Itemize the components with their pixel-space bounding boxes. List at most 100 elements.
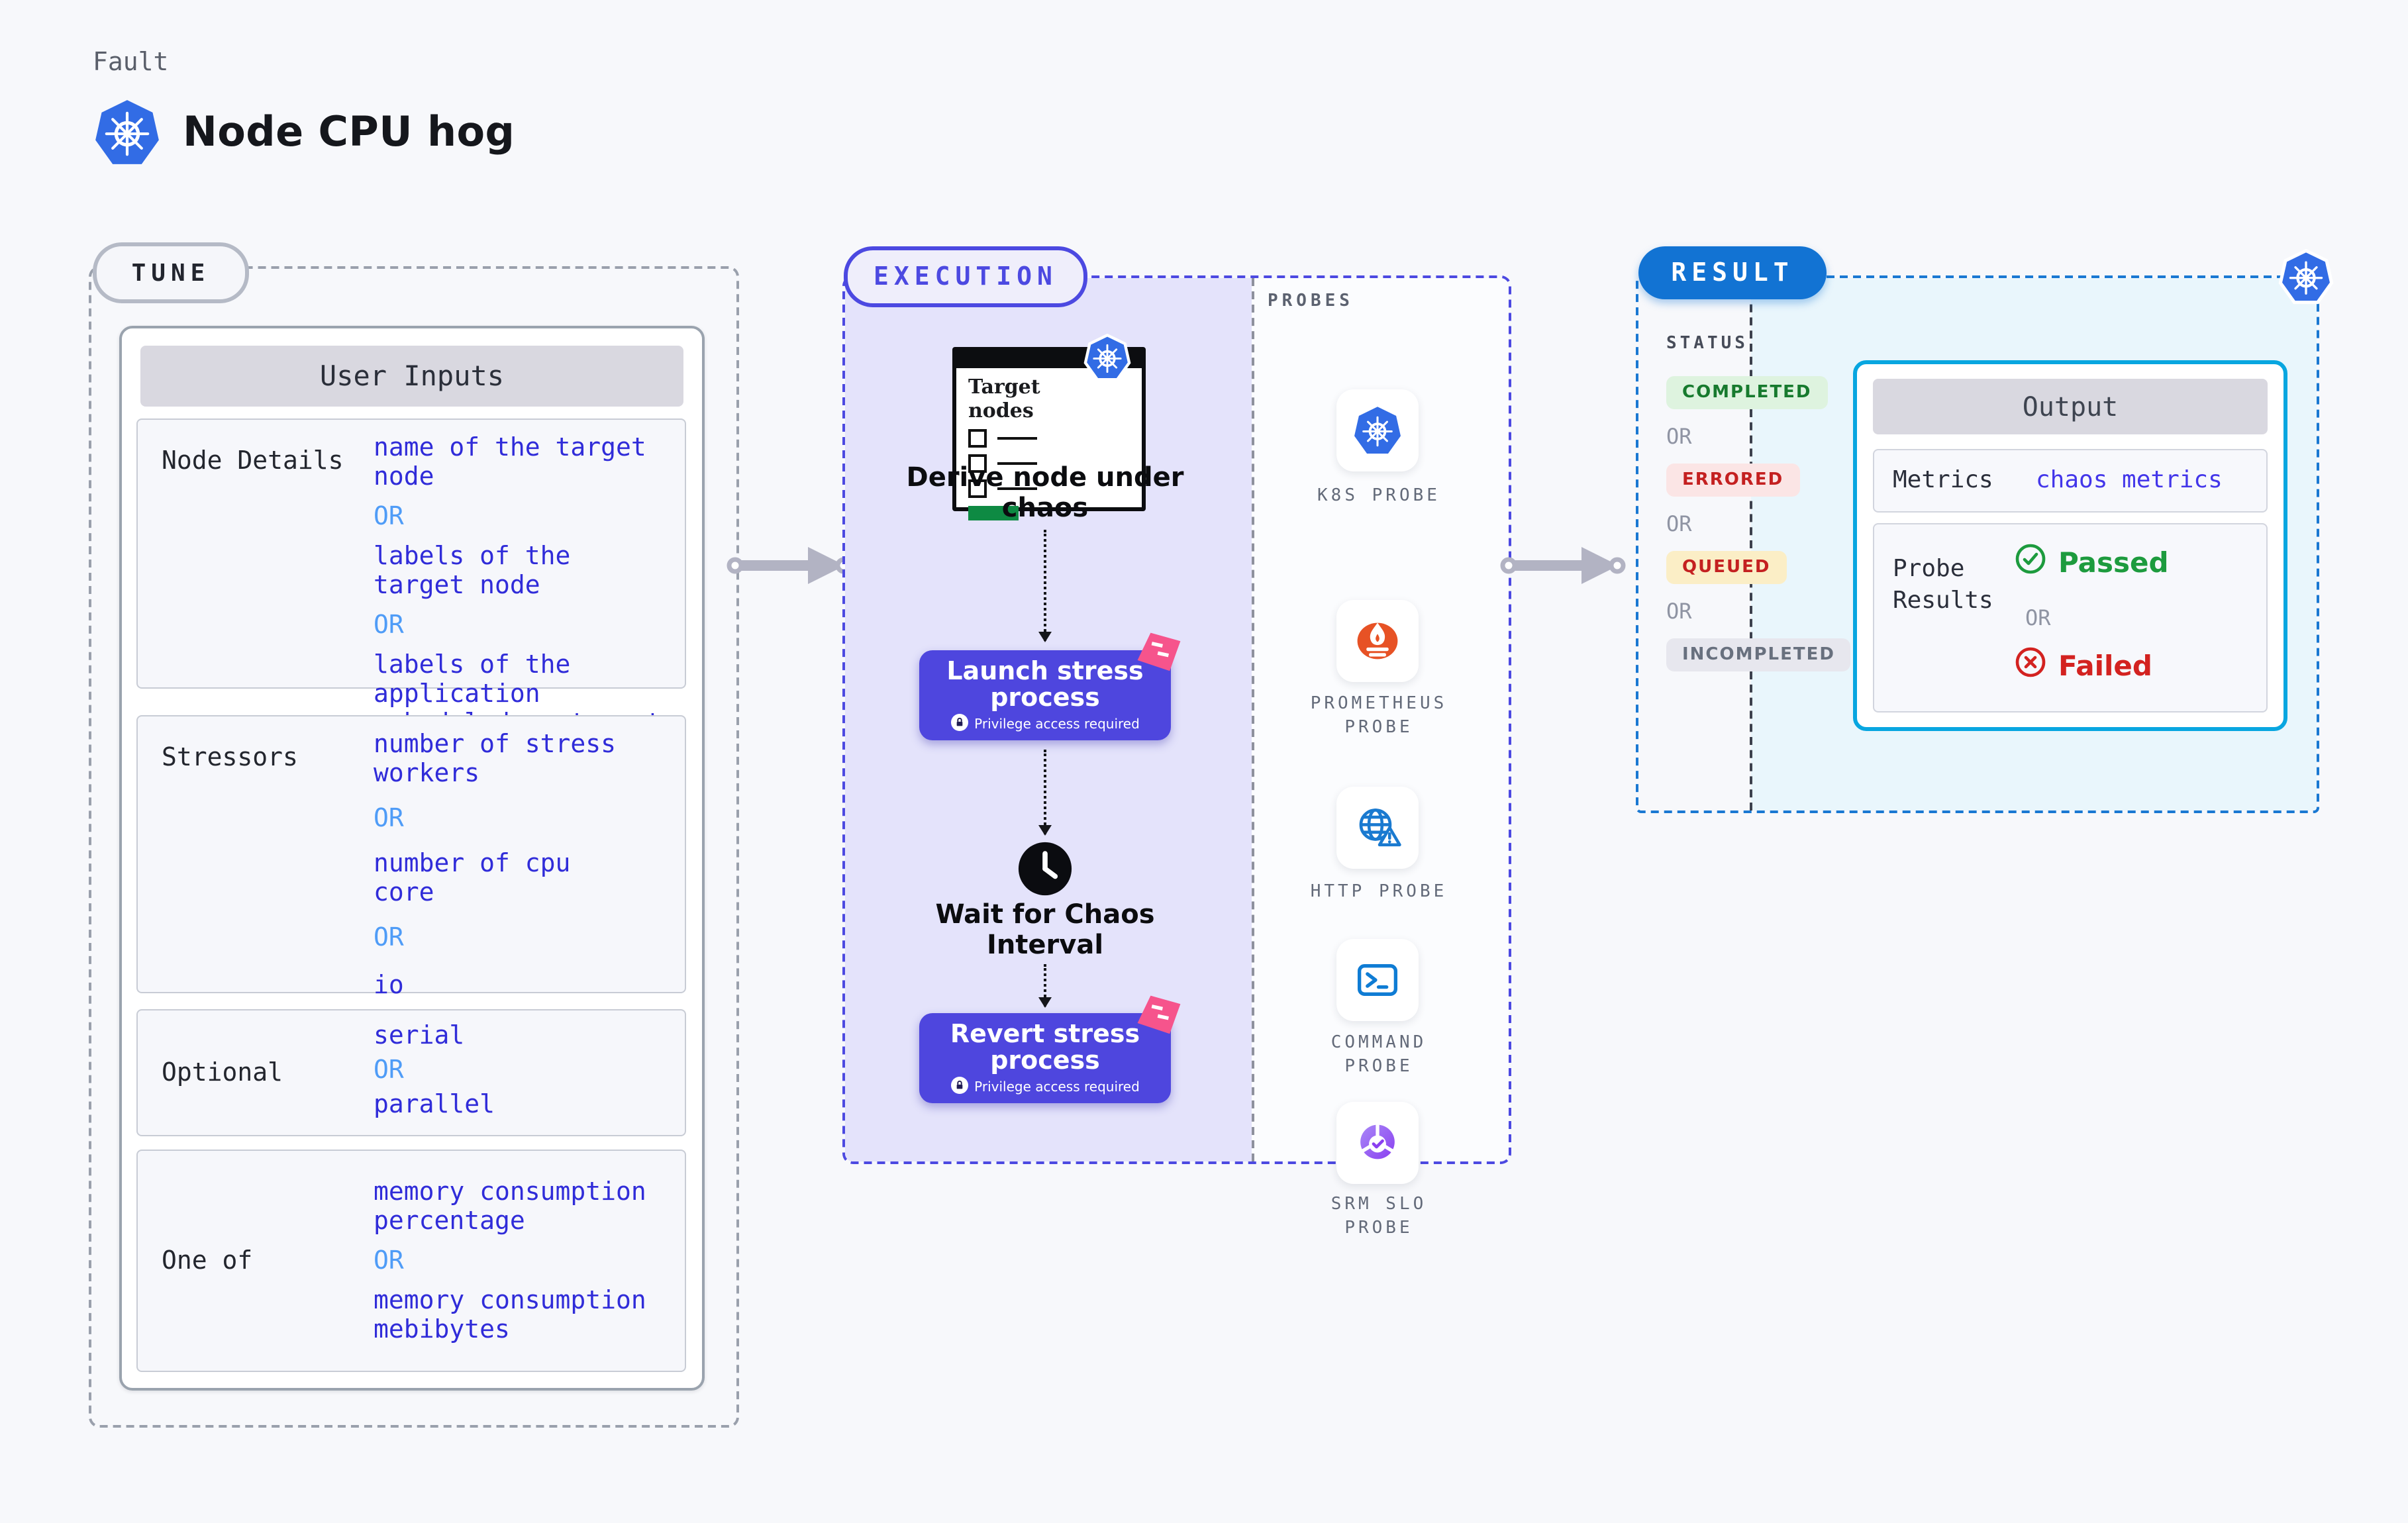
or-separator: OR <box>374 502 404 531</box>
terminal-icon <box>1357 964 1398 996</box>
tune-badge: TUNE <box>93 242 249 303</box>
row-label: One of <box>162 1246 253 1275</box>
tune-to-execution-arrow <box>726 544 866 592</box>
row-node-details: Node Details name of the target node OR … <box>136 418 686 767</box>
output-title: Output <box>1873 379 2268 434</box>
or-separator: OR <box>374 1056 404 1085</box>
step-title: Launch stress process <box>946 657 1144 712</box>
row-one-of: One of memory consumption percentage OR … <box>136 1150 686 1372</box>
http-globe-icon <box>1359 809 1401 847</box>
or-separator: OR <box>1666 511 1692 536</box>
option-value: number of stress workers <box>374 730 617 788</box>
k8s-probe-card <box>1336 389 1419 471</box>
metrics-row: Metrics chaos metrics <box>1873 449 2268 513</box>
kubernetes-icon <box>1083 333 1131 387</box>
http-probe-card <box>1336 787 1419 869</box>
user-inputs-card: User Inputs Node Details name of the tar… <box>119 326 705 1391</box>
execution-to-result-arrow <box>1499 544 1640 592</box>
node-list-item <box>968 429 1130 448</box>
launch-stress-process-node: Launch stress process Privilege access r… <box>919 632 1181 740</box>
option-value: io <box>374 971 404 1000</box>
or-separator: OR <box>374 1246 404 1275</box>
passed-label: Passed <box>2058 546 2169 578</box>
kubernetes-icon <box>93 98 162 167</box>
option-value: parallel <box>374 1090 495 1119</box>
lock-icon <box>950 714 968 735</box>
row-options: serial OR parallel <box>374 1010 677 1124</box>
x-circle-icon <box>2015 646 2046 685</box>
probe-results-label: Probe Results <box>1893 555 1993 614</box>
or-separator: OR <box>374 611 404 640</box>
node-list-item <box>968 479 1130 498</box>
metrics-value: chaos metrics <box>2036 466 2223 494</box>
row-label: Stressors <box>162 743 298 772</box>
prometheus-probe-card <box>1336 600 1419 682</box>
failed-line: Failed <box>2015 646 2152 685</box>
srm-slo-probe-card <box>1336 1102 1419 1184</box>
probes-title: PROBES <box>1268 291 1354 311</box>
or-separator: OR <box>2025 605 2051 630</box>
page-title-row: Node CPU hog <box>93 98 515 167</box>
result-badge: RESULT <box>1638 246 1827 299</box>
row-label: Optional <box>162 1058 283 1087</box>
prometheus-icon <box>1357 622 1398 660</box>
execution-badge: EXECUTION <box>844 246 1087 307</box>
option-value: memory consumption percentage <box>374 1177 646 1236</box>
row-label: Node Details <box>162 446 344 475</box>
derive-node-step: Derive node under chaos <box>906 461 1184 523</box>
option-value: name of the target node <box>374 433 646 491</box>
stress-burst-icon <box>1135 993 1183 1041</box>
probe-label: PROMETHEUS PROBE <box>1310 694 1448 738</box>
page-title: Node CPU hog <box>183 109 515 156</box>
row-options: number of stress workers OR number of cp… <box>374 716 677 1010</box>
probe-label: HTTP PROBE <box>1310 882 1448 902</box>
clock-icon <box>1017 841 1073 897</box>
option-value: number of cpu core <box>374 849 571 907</box>
wait-chaos-step: Wait for Chaos Interval <box>935 898 1155 960</box>
tune-panel <box>89 266 739 1428</box>
user-inputs-title: User Inputs <box>140 346 683 407</box>
failed-label: Failed <box>2058 650 2152 681</box>
status-title: STATUS <box>1666 334 1748 354</box>
kubernetes-icon <box>1354 407 1401 454</box>
probe-label: COMMAND PROBE <box>1330 1033 1427 1077</box>
node-list-item <box>968 454 1130 473</box>
metrics-label: Metrics <box>1893 466 1993 494</box>
flow-connector <box>1038 530 1052 642</box>
option-value: labels of the target node <box>374 542 571 600</box>
probe-label: SRM SLO PROBE <box>1330 1195 1427 1238</box>
row-options: memory consumption percentage OR memory … <box>374 1151 677 1355</box>
row-options: name of the target node OR labels of the… <box>374 420 677 777</box>
status-badge-completed: COMPLETED <box>1666 376 1828 409</box>
status-badge-errored: ERRORED <box>1666 464 1800 497</box>
command-probe-card <box>1336 939 1419 1021</box>
row-stressors: Stressors number of stress workers OR nu… <box>136 715 686 1000</box>
result-divider <box>1750 278 1752 811</box>
or-separator: OR <box>374 923 404 952</box>
flow-connector <box>1038 964 1052 1008</box>
probe-results-row: Probe Results Passed OR <box>1873 523 2268 712</box>
selection-bar <box>968 506 1019 520</box>
or-separator: OR <box>1666 424 1692 449</box>
step-title: Revert stress process <box>950 1020 1140 1075</box>
flow-connector <box>1038 750 1052 836</box>
target-nodes-title: Target nodes <box>968 375 1040 422</box>
kubernetes-icon <box>2278 248 2334 305</box>
option-value: memory consumption mebibytes <box>374 1286 646 1344</box>
check-circle-icon <box>2015 543 2046 581</box>
stress-burst-icon <box>1135 630 1183 678</box>
fault-kicker: Fault <box>93 48 169 77</box>
slo-gauge-icon <box>1360 1122 1395 1159</box>
option-value: serial <box>374 1021 465 1050</box>
probe-label: K8S PROBE <box>1317 486 1440 506</box>
status-column: STATUS COMPLETED OR ERRORED OR QUEUED OR… <box>1666 334 1851 686</box>
row-optional: Optional serial OR parallel <box>136 1009 686 1136</box>
revert-stress-process-node: Revert stress process Privilege access r… <box>919 995 1181 1103</box>
output-card: Output Metrics chaos metrics Probe Resul… <box>1853 360 2287 731</box>
passed-line: Passed <box>2015 543 2169 581</box>
privilege-note: Privilege access required <box>974 1080 1140 1095</box>
or-separator: OR <box>1666 599 1692 624</box>
privilege-note: Privilege access required <box>974 717 1140 732</box>
status-badge-incompleted: INCOMPLETED <box>1666 638 1851 671</box>
